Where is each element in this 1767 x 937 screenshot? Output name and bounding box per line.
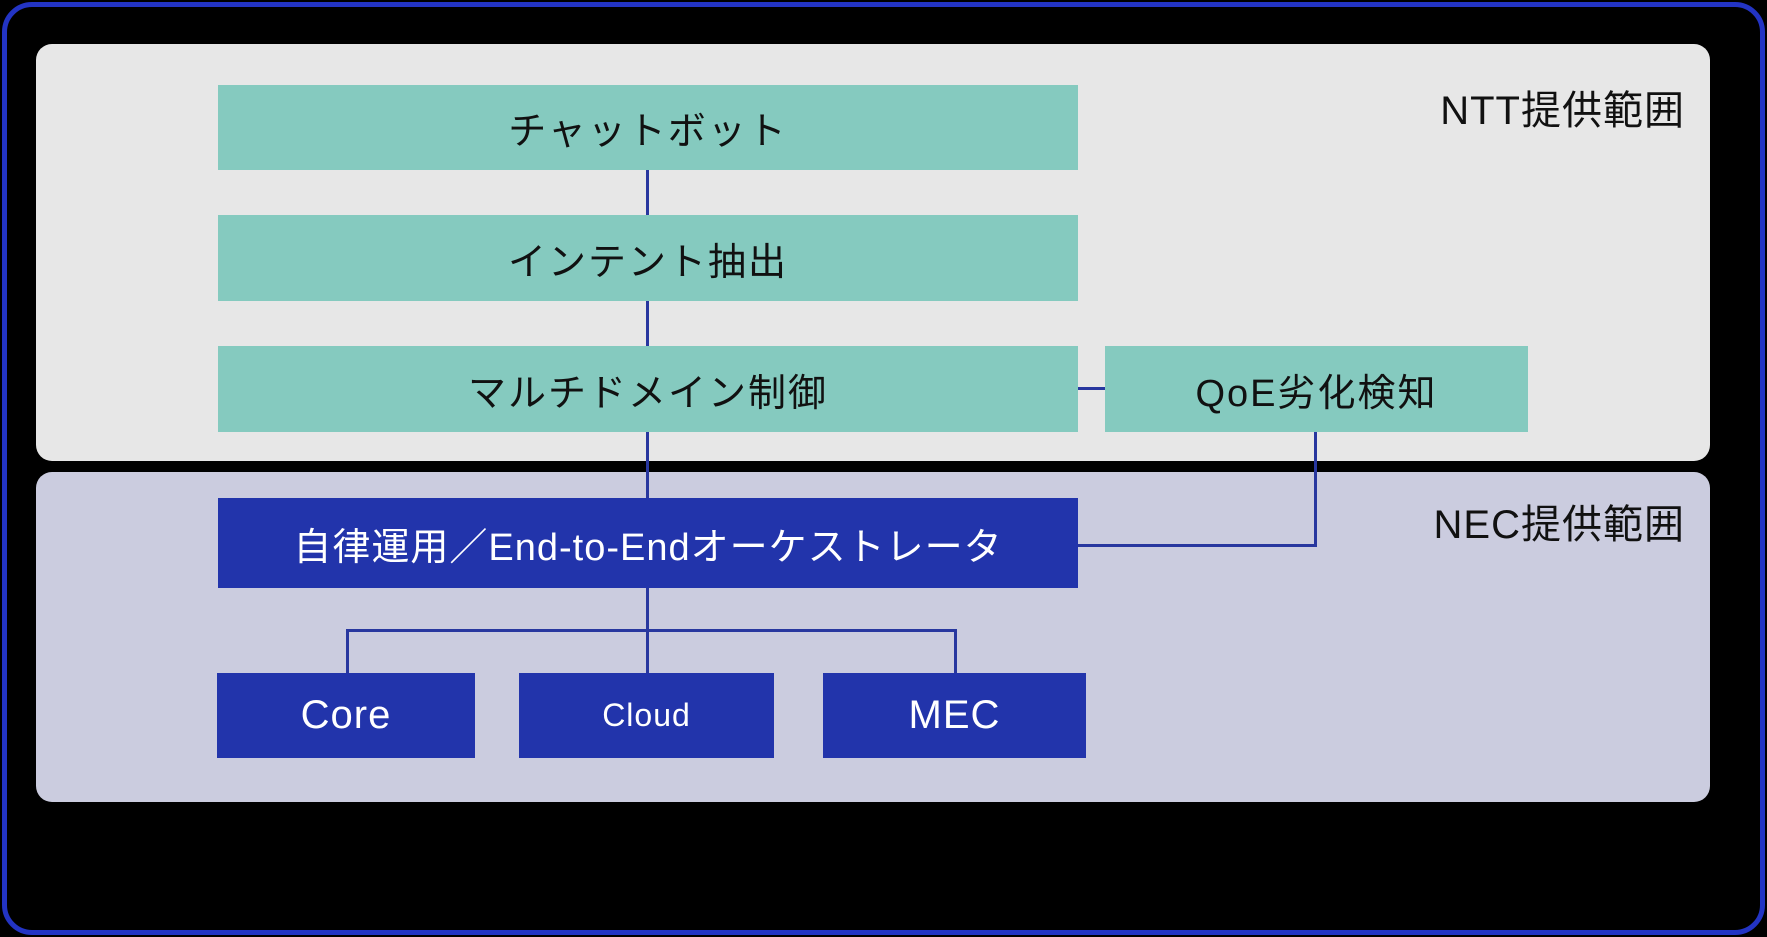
connector-chatbot-intent <box>646 170 649 215</box>
node-multidomain-control: マルチドメイン制御 <box>218 346 1078 432</box>
node-intent-extraction-label: インテント抽出 <box>507 241 788 284</box>
connector-multidomain-orchestrator <box>646 432 649 498</box>
connector-orchestrator-down <box>646 588 649 629</box>
connector-branch-mec <box>954 629 957 673</box>
connector-qoe-orchestrator <box>1078 544 1317 547</box>
node-mec: MEC <box>823 673 1086 758</box>
node-core: Core <box>217 673 475 758</box>
connector-branch-core <box>346 629 349 673</box>
node-core-label: Core <box>300 693 392 737</box>
node-e2e-orchestrator-label: 自律運用／End-to-Endオーケストレータ <box>293 526 1003 569</box>
node-qoe-degradation-detection: QoE劣化検知 <box>1105 346 1528 432</box>
connector-intent-multidomain <box>646 301 649 346</box>
node-cloud: Cloud <box>519 673 774 758</box>
node-cloud-label: Cloud <box>602 697 691 733</box>
connector-branch-cloud <box>646 629 649 673</box>
nec-panel-label: NEC提供範囲 <box>1433 503 1685 547</box>
connector-multidomain-qoe <box>1078 387 1105 390</box>
node-intent-extraction: インテント抽出 <box>218 215 1078 301</box>
node-qoe-degradation-detection-label: QoE劣化検知 <box>1195 372 1438 415</box>
connector-branch-horizontal <box>346 629 957 632</box>
node-multidomain-control-label: マルチドメイン制御 <box>467 372 828 415</box>
connector-qoe-down <box>1314 432 1317 547</box>
node-e2e-orchestrator: 自律運用／End-to-Endオーケストレータ <box>218 498 1078 588</box>
node-chatbot: チャットボット <box>218 85 1078 170</box>
node-mec-label: MEC <box>908 693 1001 737</box>
ntt-panel-label: NTT提供範囲 <box>1440 89 1685 133</box>
node-chatbot-label: チャットボット <box>508 111 788 153</box>
